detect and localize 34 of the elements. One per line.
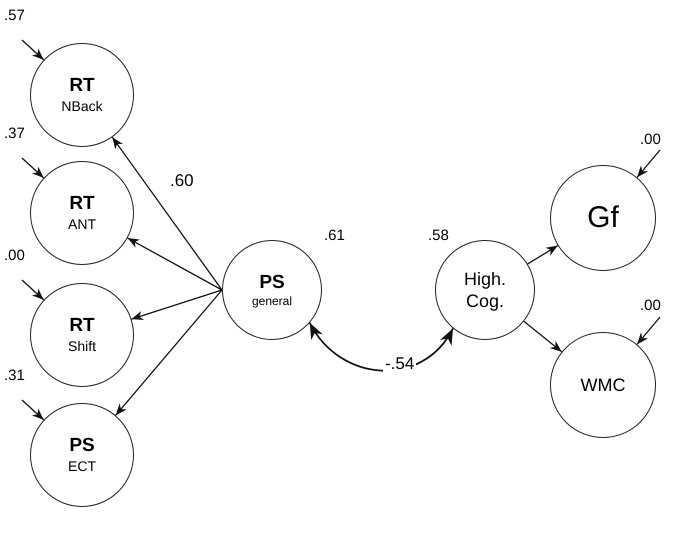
arrow	[527, 245, 558, 265]
residual-value: .00	[4, 248, 25, 263]
variable-subtitle: ANT	[68, 216, 96, 234]
path-arrow	[112, 136, 223, 290]
residual-value: .31	[4, 368, 25, 383]
residual-value: .00	[640, 298, 661, 313]
path-coefficient: -.54	[383, 355, 416, 372]
variable-name: PS	[69, 434, 95, 458]
variable-subtitle: Shift	[68, 338, 96, 356]
variable-name: Gf	[587, 200, 619, 236]
arrow	[22, 400, 44, 420]
variable-name: RT	[69, 74, 95, 98]
arrow	[636, 316, 660, 345]
variable-name: RT	[69, 192, 95, 216]
arrow	[115, 290, 222, 416]
residual-value: .00	[640, 132, 661, 147]
variable-name: WMC	[580, 374, 626, 396]
variable-name: PS	[259, 270, 285, 294]
variable-name: RT	[69, 314, 95, 338]
arrow	[22, 280, 44, 300]
arrow	[22, 158, 44, 178]
variable-name: High. Cog.	[462, 268, 508, 312]
residual-value: .37	[4, 126, 25, 141]
residual-value: .58	[428, 228, 449, 243]
residual-value: .61	[324, 228, 345, 243]
arrow	[127, 238, 222, 291]
arrow	[22, 40, 44, 60]
arrow	[524, 320, 562, 352]
variable-subtitle: general	[252, 294, 292, 310]
arrow	[131, 289, 222, 320]
arrow	[636, 150, 660, 178]
variable-subtitle: NBack	[61, 98, 103, 116]
residual-value: .57	[4, 8, 25, 23]
variable-subtitle: ECT	[68, 458, 96, 476]
